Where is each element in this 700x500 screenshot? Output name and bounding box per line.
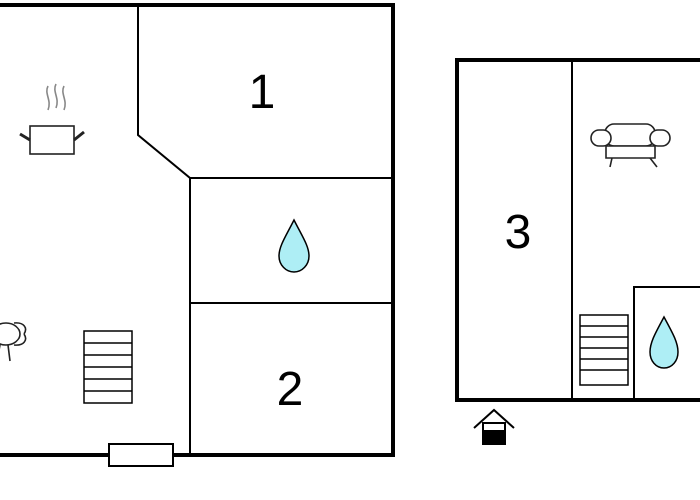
annex-bathroom-wall <box>633 286 700 400</box>
room-1-label: 1 <box>249 66 276 119</box>
main-building: 1 2 <box>0 3 395 467</box>
stairs-icon <box>579 314 629 386</box>
water-drop-icon <box>649 315 679 369</box>
dining-table-icon <box>0 322 27 362</box>
main-building-outline <box>0 3 395 457</box>
front-door <box>108 443 174 467</box>
room-2-label: 2 <box>277 363 304 416</box>
water-drop-icon <box>278 218 310 273</box>
stairs-icon <box>83 330 133 404</box>
sofa-icon <box>590 123 671 168</box>
entrance-house-icon <box>473 408 515 445</box>
room-3-label: 3 <box>505 206 532 259</box>
room-1-wall <box>137 5 191 455</box>
annex-building: 3 <box>455 58 700 445</box>
annex-building-outline <box>455 58 700 402</box>
cooking-pot-icon <box>19 83 85 155</box>
